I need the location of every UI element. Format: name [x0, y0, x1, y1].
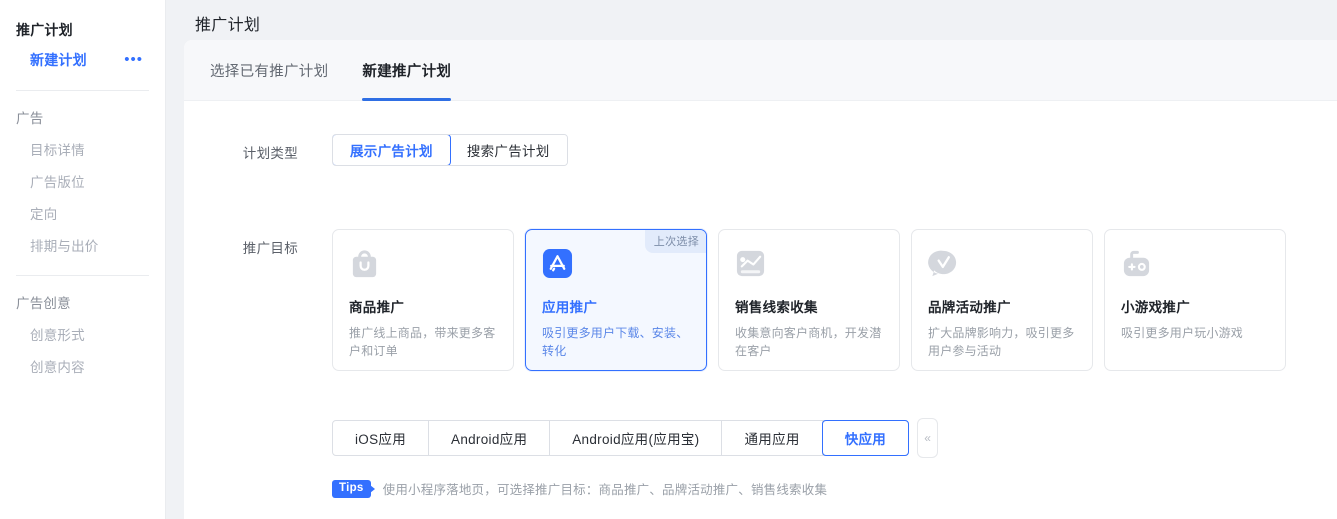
shopping-bag-icon	[352, 250, 377, 278]
goal-card-title: 品牌活动推广	[928, 300, 1011, 315]
tab-existing-plan[interactable]: 选择已有推广计划	[210, 40, 328, 101]
plan-type-segmented-control: 展示广告计划 搜索广告计划	[332, 134, 568, 166]
sidebar-item-targeting[interactable]: 定向	[30, 207, 58, 222]
gamepad-icon	[1123, 250, 1150, 277]
sidebar-item-new-plan[interactable]: 新建计划 •••	[16, 44, 149, 76]
app-type-option-universal[interactable]: 通用应用	[722, 421, 823, 455]
goal-card-title: 销售线索收集	[735, 300, 818, 315]
app-type-option-universal-label: 通用应用	[744, 432, 800, 447]
goal-card-desc: 扩大品牌影响力，吸引更多用户参与活动	[928, 326, 1075, 358]
sidebar-group-title-creative: 广告创意	[16, 296, 71, 311]
goal-card-sales-leads[interactable]: 销售线索收集 收集意向客户商机，开发潜在客户	[718, 229, 900, 371]
tips-badge: Tips	[332, 479, 371, 498]
app-type-option-quick-app[interactable]: 快应用	[821, 420, 910, 456]
more-options-icon[interactable]: •••	[124, 51, 143, 68]
app-type-option-android[interactable]: Android应用	[429, 421, 551, 455]
app-type-option-ios-label: iOS应用	[355, 432, 407, 447]
app-type-segmented-control: iOS应用 Android应用 Android应用(应用宝) 通用应用	[332, 420, 910, 456]
plan-type-option-search[interactable]: 搜索广告计划	[449, 135, 567, 165]
goal-card-desc: 收集意向客户商机，开发潜在客户	[735, 326, 882, 358]
sidebar-divider-2	[16, 275, 149, 276]
app-type-controls: iOS应用 Android应用 Android应用(应用宝) 通用应用	[332, 418, 939, 458]
chevron-double-left-icon: «	[924, 431, 931, 445]
tips-text: 使用小程序落地页，可选择推广目标：商品推广、品牌活动推广、销售线索收集	[382, 483, 828, 497]
goal-card-desc: 吸引更多用户玩小游戏	[1121, 326, 1244, 340]
tips-banner: Tips 使用小程序落地页，可选择推广目标：商品推广、品牌活动推广、销售线索收集	[332, 479, 827, 498]
tab-existing-plan-label: 选择已有推广计划	[210, 63, 329, 80]
form-body: 计划类型 展示广告计划 搜索广告计划 推广目标	[184, 101, 1337, 498]
app-type-option-android-label: Android应用	[451, 432, 528, 447]
goal-card-desc: 吸引更多用户下载、安装、转化	[542, 326, 689, 358]
tab-bar: 选择已有推广计划 新建推广计划	[184, 40, 1337, 101]
app-type-option-quick-app-label: 快应用	[844, 432, 887, 447]
app-type-row: iOS应用 Android应用 Android应用(应用宝) 通用应用	[184, 371, 1337, 458]
sidebar-item-ad-placement[interactable]: 广告版位	[30, 175, 85, 190]
app-type-option-ios[interactable]: iOS应用	[333, 421, 430, 455]
goal-card-brand-campaign[interactable]: 品牌活动推广 扩大品牌影响力，吸引更多用户参与活动	[911, 229, 1093, 371]
plan-type-option-search-label: 搜索广告计划	[466, 144, 550, 159]
tab-new-plan[interactable]: 新建推广计划	[362, 40, 452, 101]
sidebar-divider-1	[16, 90, 149, 91]
sidebar-title: 推广计划	[16, 22, 73, 38]
sidebar-item-creative-format[interactable]: 创意形式	[30, 328, 85, 343]
last-selected-badge: 上次选择	[644, 230, 706, 253]
plan-type-option-display[interactable]: 展示广告计划	[332, 135, 451, 165]
sidebar-item-schedule-bid[interactable]: 排期与出价	[30, 239, 99, 254]
speech-bubble-check-icon	[928, 250, 957, 277]
goal-card-mini-game[interactable]: 小游戏推广 吸引更多用户玩小游戏	[1104, 229, 1286, 371]
goal-card-app-promotion[interactable]: 上次选择 应用推广 吸引更多用户下载、安装、转化	[525, 229, 707, 371]
tips-row: Tips 使用小程序落地页，可选择推广目标：商品推广、品牌活动推广、销售线索收集	[184, 458, 1337, 498]
plan-type-option-display-label: 展示广告计划	[350, 144, 433, 159]
plan-type-label: 计划类型	[242, 146, 298, 161]
sidebar-new-plan-label: 新建计划	[30, 52, 87, 68]
page-title: 推广计划	[195, 17, 261, 34]
trend-chart-icon	[736, 250, 765, 277]
promotion-goal-row: 推广目标 商品推广 推广线上商品，带来更多客户和订单	[184, 166, 1337, 371]
collapse-left-button[interactable]: «	[917, 418, 939, 458]
goal-card-title: 商品推广	[349, 300, 405, 315]
app-type-label-spacer	[184, 418, 332, 426]
tips-label-spacer	[184, 479, 332, 487]
goal-card-product-promotion[interactable]: 商品推广 推广线上商品，带来更多客户和订单	[332, 229, 514, 371]
sidebar: 推广计划 新建计划 ••• 广告 目标详情 广告版位 定向 排期与出价 广告创意…	[0, 0, 166, 519]
plan-type-row: 计划类型 展示广告计划 搜索广告计划	[184, 101, 1337, 166]
sidebar-item-goal-detail[interactable]: 目标详情	[30, 143, 85, 158]
main-content: 推广计划 选择已有推广计划 新建推广计划 计划类型 展示广告计划	[166, 0, 1337, 519]
promotion-goal-card-list: 商品推广 推广线上商品，带来更多客户和订单 上次选择	[332, 229, 1286, 371]
app-type-option-android-yingyongbao[interactable]: Android应用(应用宝)	[550, 421, 723, 455]
app-store-icon	[542, 248, 573, 279]
promotion-goal-label: 推广目标	[242, 241, 298, 256]
sidebar-group-title-ads: 广告	[16, 111, 44, 126]
app-type-option-android-yingyongbao-label: Android应用(应用宝)	[572, 432, 700, 447]
goal-card-title: 应用推广	[542, 300, 598, 315]
content-panel: 选择已有推广计划 新建推广计划 计划类型 展示广告计划 搜索广告计划	[184, 40, 1337, 519]
goal-card-desc: 推广线上商品，带来更多客户和订单	[349, 326, 496, 358]
tab-new-plan-label: 新建推广计划	[362, 63, 452, 80]
goal-card-title: 小游戏推广	[1121, 300, 1190, 315]
sidebar-item-creative-content[interactable]: 创意内容	[30, 360, 85, 375]
